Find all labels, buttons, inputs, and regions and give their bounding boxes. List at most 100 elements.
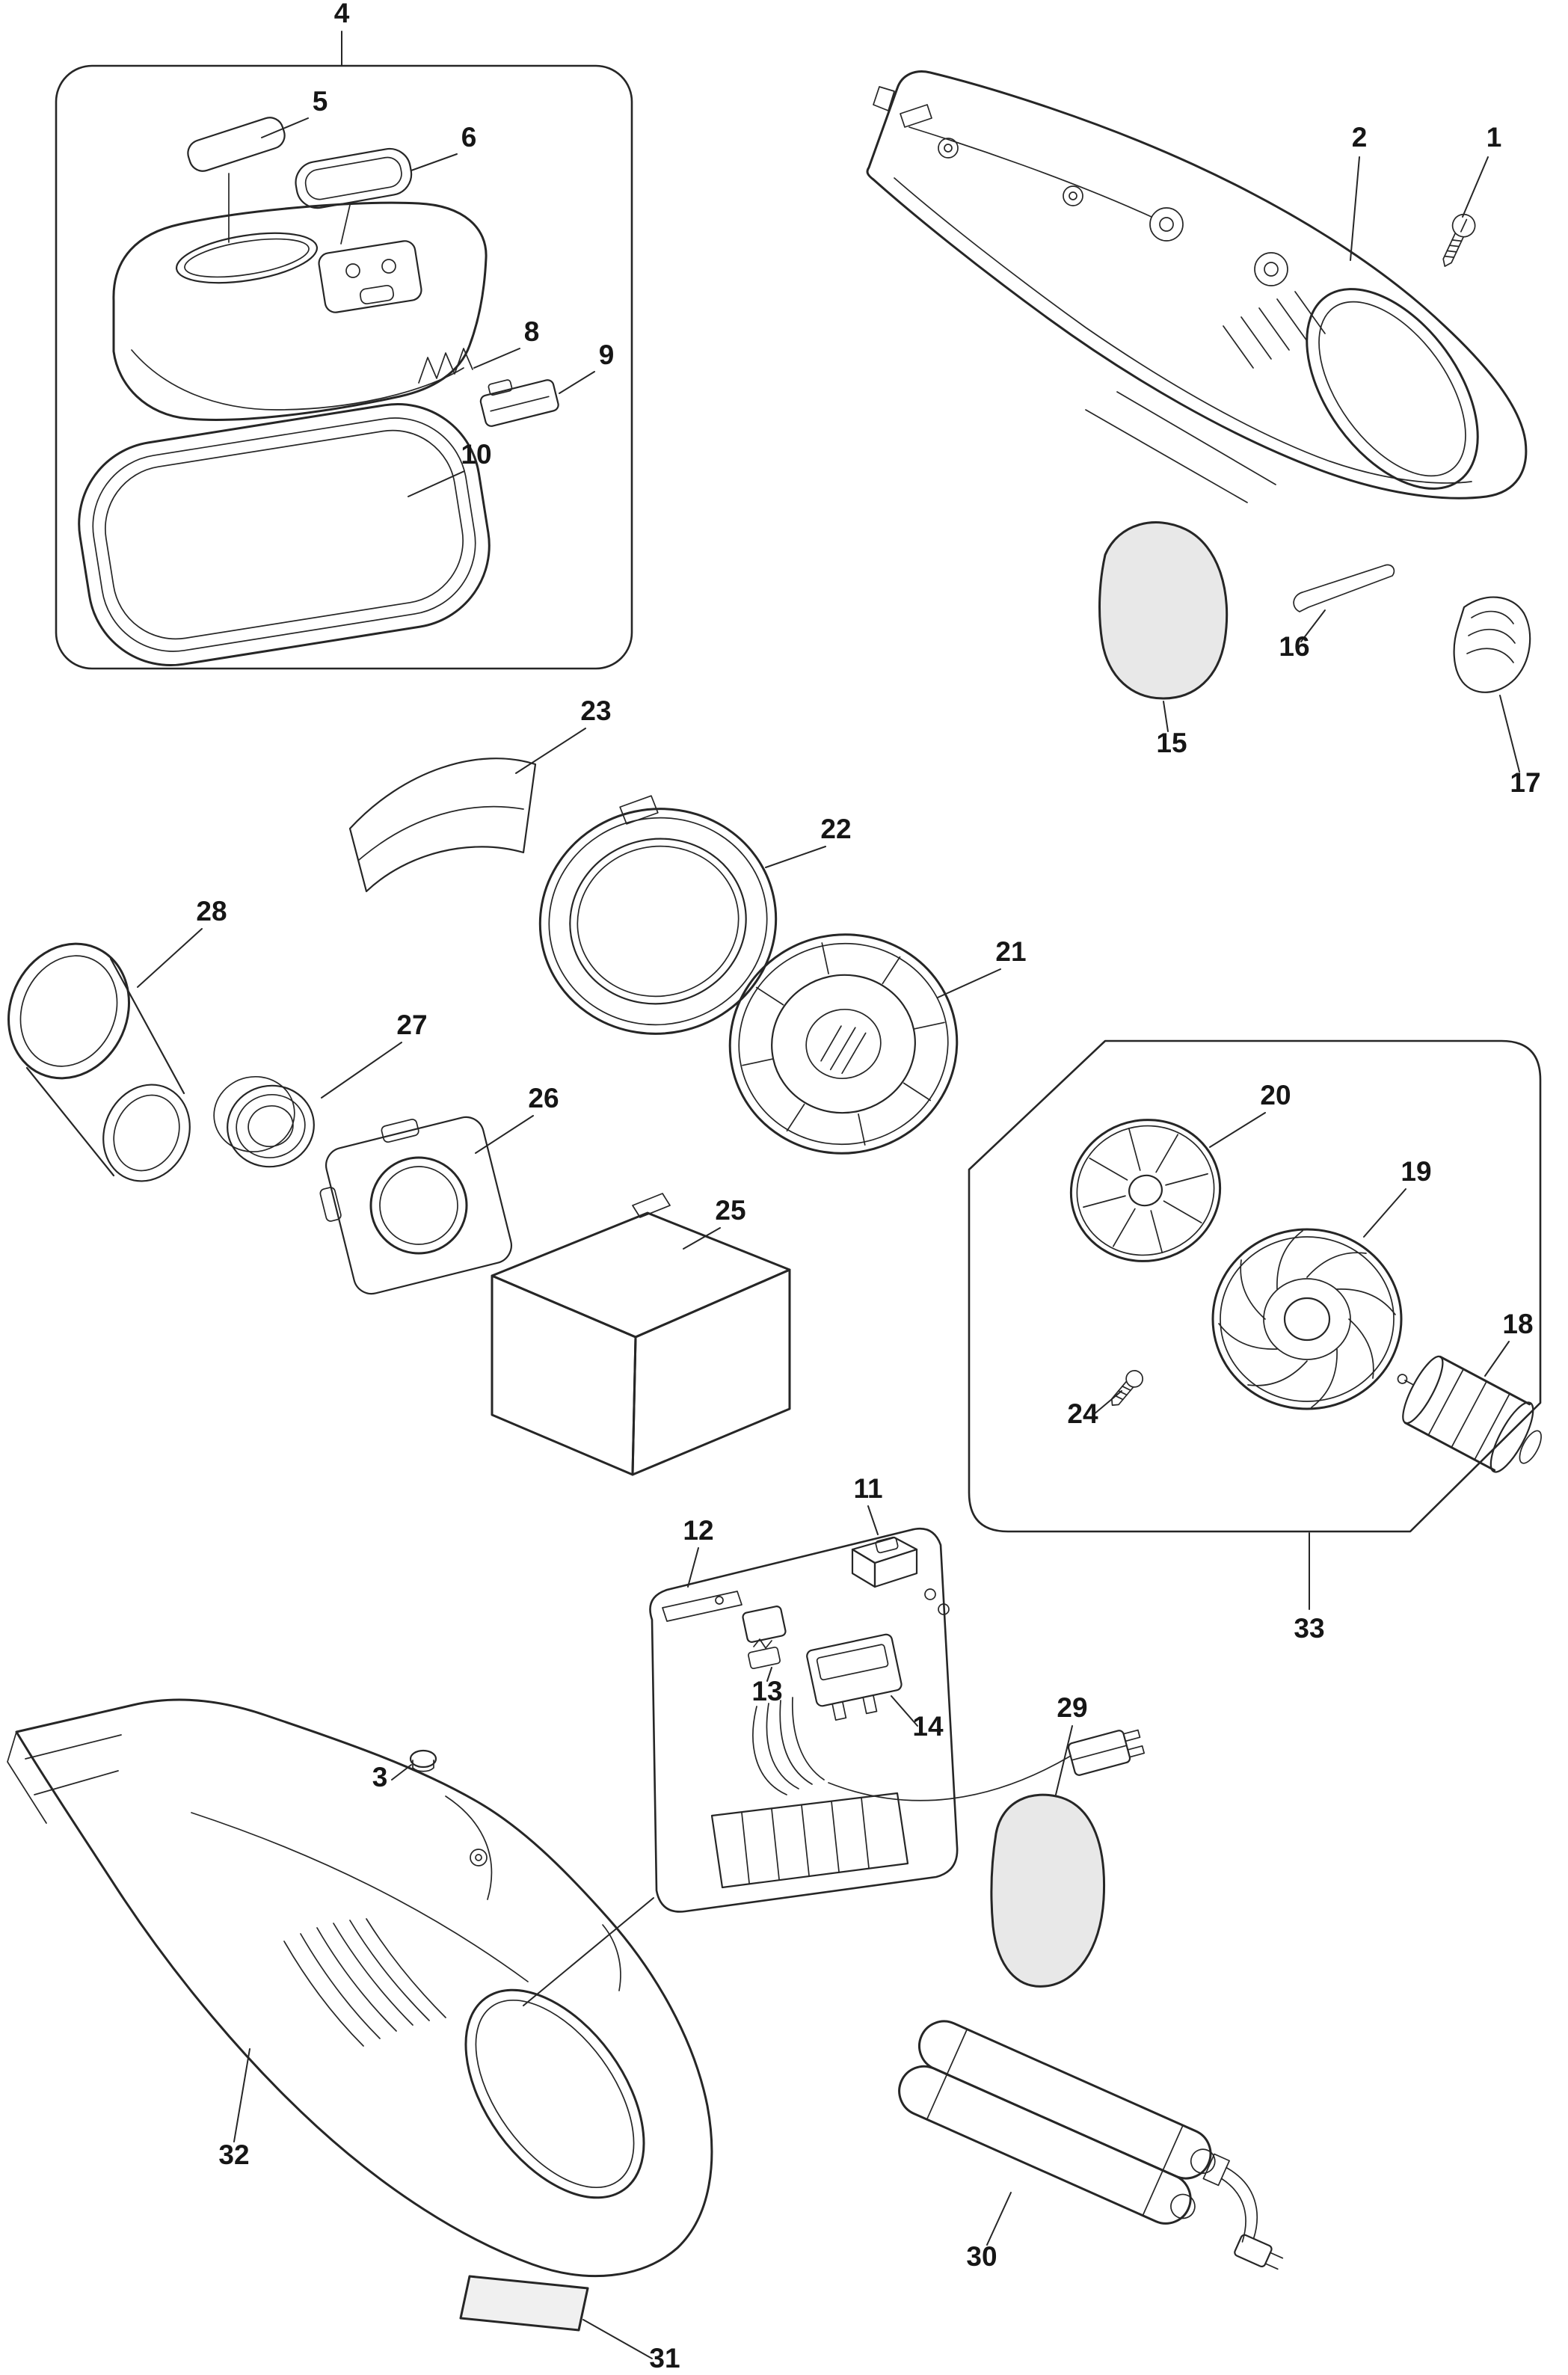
callout-13: 13 <box>751 1676 782 1706</box>
callout-5: 5 <box>313 86 328 117</box>
wire-clip-part16 <box>1293 564 1395 612</box>
callout-27: 27 <box>396 1010 427 1040</box>
leader-25 <box>683 1227 721 1250</box>
callout-2: 2 <box>1352 122 1368 153</box>
leader-23 <box>515 728 586 774</box>
callout-29: 29 <box>1057 1692 1087 1723</box>
leader-10 <box>408 470 465 497</box>
foam-filter-part15 <box>1098 521 1229 700</box>
leader-9 <box>559 371 595 394</box>
callout-28: 28 <box>196 896 227 927</box>
filter-sheet-part23 <box>348 758 537 893</box>
name-label-part31 <box>459 2275 589 2332</box>
leader-29 <box>1055 1725 1073 1795</box>
callout-9: 9 <box>599 339 615 370</box>
callout-30: 30 <box>966 2241 997 2272</box>
foam-part29 <box>990 1793 1106 1988</box>
leader-lines <box>137 31 1520 2359</box>
leader-28 <box>137 928 203 988</box>
callout-6: 6 <box>461 122 477 153</box>
filter-disc-part21 <box>728 933 959 1155</box>
leader-30 <box>986 2192 1012 2246</box>
motor-fan-group-box <box>968 1039 1542 1533</box>
callout-31: 31 <box>649 2343 680 2374</box>
fan-impeller-part19 <box>1211 1228 1403 1410</box>
leader-21 <box>937 968 1001 998</box>
contact-block-part13 <box>742 1606 787 1670</box>
leader-18 <box>1484 1341 1510 1377</box>
leader-13 <box>766 1667 772 1682</box>
callout-3: 3 <box>372 1762 388 1792</box>
callout-11: 11 <box>853 1473 882 1504</box>
terminal-board <box>710 1792 909 1889</box>
switch-part14 <box>806 1633 903 1721</box>
leader-2 <box>1350 156 1360 261</box>
bracket-plate <box>662 1591 743 1622</box>
cover-set-group-box <box>55 64 633 670</box>
callout-18: 18 <box>1502 1309 1533 1339</box>
latch-button-part6 <box>295 147 413 209</box>
leader-11 <box>867 1505 879 1535</box>
callout-24: 24 <box>1067 1398 1098 1429</box>
leader-1 <box>1462 156 1489 218</box>
leader-32 <box>233 2048 250 2142</box>
callout-20: 20 <box>1260 1080 1291 1110</box>
leader-22 <box>765 846 826 868</box>
leader-17 <box>1499 695 1520 772</box>
spring-part8 <box>418 348 473 384</box>
upper-housing-part2 <box>866 70 1528 503</box>
motor-part18 <box>1397 1355 1542 1473</box>
dust-box-part25 <box>491 1193 791 1476</box>
callout-15: 15 <box>1156 728 1187 758</box>
leader-27 <box>321 1042 402 1099</box>
callout-33: 33 <box>1294 1613 1324 1644</box>
leader-8 <box>473 348 520 369</box>
callout-12: 12 <box>683 1515 713 1546</box>
leader-12 <box>687 1547 699 1588</box>
leader-19 <box>1363 1188 1406 1238</box>
nozzle-part28 <box>7 942 191 1182</box>
mount-plate-part26 <box>319 1116 512 1295</box>
filter-ring-part22 <box>538 795 778 1035</box>
callout-14: 14 <box>912 1711 944 1742</box>
callouts: 4 5 6 8 9 10 2 1 16 15 17 23 22 21 28 27… <box>196 0 1540 2374</box>
callout-23: 23 <box>580 695 611 726</box>
seal-ring-part27 <box>213 1075 315 1168</box>
top-cover-part <box>112 201 488 421</box>
callout-10: 10 <box>461 439 491 470</box>
screw-part1 <box>1442 213 1476 267</box>
callout-32: 32 <box>218 2139 249 2170</box>
lower-housing-part32 <box>7 1698 713 2278</box>
leader-15 <box>1163 701 1169 732</box>
callout-21: 21 <box>995 936 1026 967</box>
callout-22: 22 <box>820 814 851 844</box>
battery-pack-part30 <box>898 2020 1284 2270</box>
leader-26 <box>475 1115 534 1154</box>
leader-5 <box>261 117 309 138</box>
switch-group-box <box>523 1527 959 2006</box>
callout-26: 26 <box>528 1083 559 1113</box>
leader-31 <box>582 2319 653 2359</box>
leader-16 <box>1300 609 1326 642</box>
leader-3 <box>391 1764 412 1781</box>
switch-button-part11 <box>851 1536 950 1615</box>
callout-16: 16 <box>1279 631 1309 662</box>
leader-14 <box>891 1695 918 1727</box>
gasket-part10 <box>78 402 491 667</box>
end-cap-part17 <box>1453 596 1531 693</box>
latch-part9 <box>479 379 559 427</box>
lead-wires <box>752 1697 1072 1801</box>
diffuser-disc-part20 <box>1069 1119 1222 1262</box>
callout-4: 4 <box>334 0 350 28</box>
callout-25: 25 <box>715 1195 745 1226</box>
connector-plug <box>1067 1729 1146 1776</box>
leader-24 <box>1092 1390 1122 1416</box>
leader-20 <box>1209 1112 1266 1148</box>
callout-8: 8 <box>524 316 540 347</box>
callout-19: 19 <box>1401 1156 1431 1187</box>
cap-part3 <box>409 1749 437 1772</box>
callout-17: 17 <box>1510 767 1540 798</box>
callout-1: 1 <box>1486 122 1502 153</box>
